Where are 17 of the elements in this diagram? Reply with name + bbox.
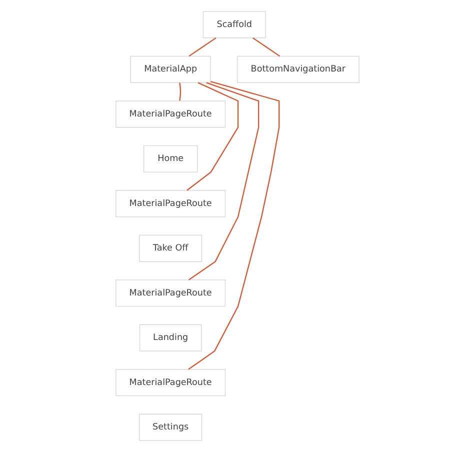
node-box: MaterialApp	[130, 56, 210, 83]
node-box: Settings	[138, 414, 202, 441]
connector	[186, 82, 238, 191]
node-box: Home	[142, 145, 198, 172]
node-box: Scaffold	[202, 11, 266, 38]
node-box: Take Off	[138, 234, 202, 262]
connector	[252, 37, 280, 57]
connector	[188, 80, 280, 370]
node-box: MaterialPageRoute	[115, 190, 226, 218]
node-box: MaterialPageRoute	[115, 100, 226, 128]
connector	[178, 82, 181, 101]
node-box: MaterialPageRoute	[115, 280, 226, 307]
connector	[188, 37, 216, 57]
node-box: MaterialPageRoute	[115, 369, 226, 396]
connector	[188, 82, 259, 280]
node-box: BottomNavigationBar	[236, 56, 359, 83]
node-box: Landing	[138, 324, 202, 352]
